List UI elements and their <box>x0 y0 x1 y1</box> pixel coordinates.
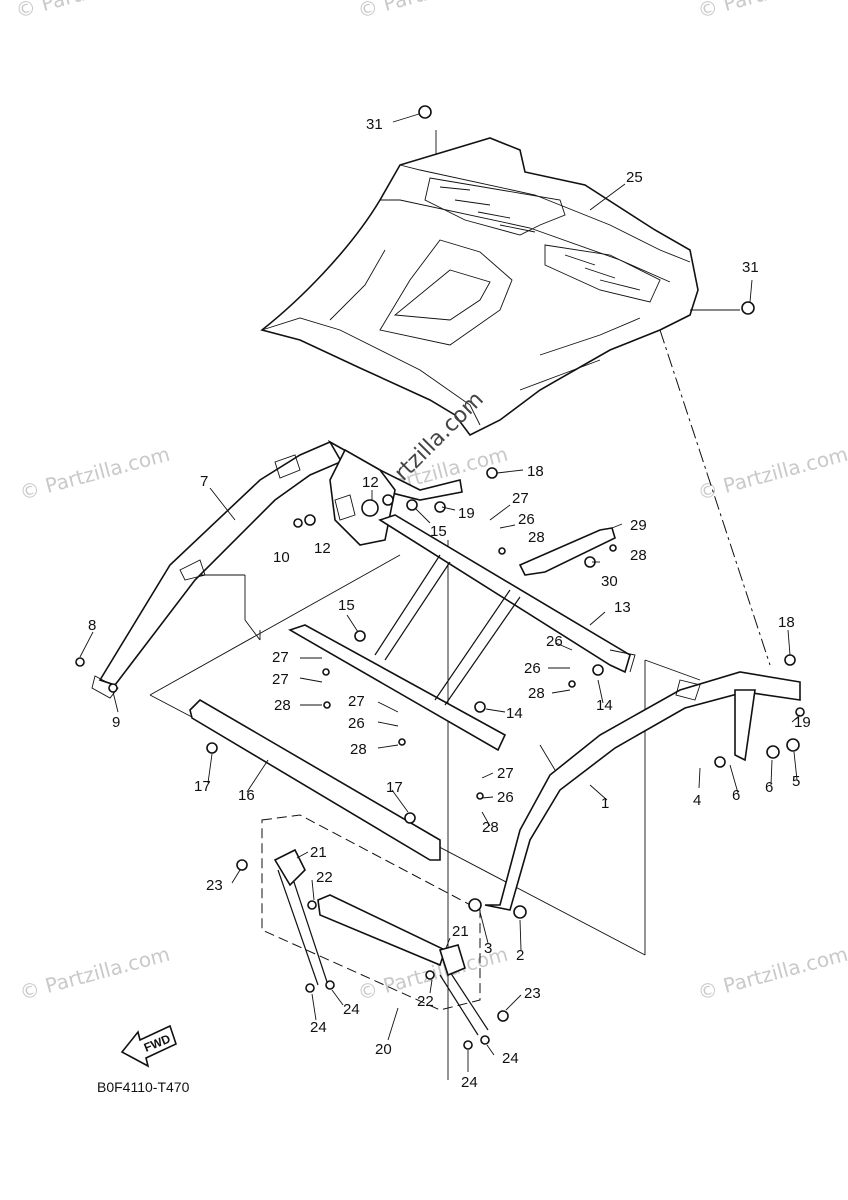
part-label: 23 <box>206 877 223 894</box>
part-label: 24 <box>461 1074 478 1091</box>
watermark: © Partzilla.com <box>695 0 848 23</box>
part-label: 4 <box>693 792 701 809</box>
part-label: 23 <box>524 985 541 1002</box>
part-label: 12 <box>314 540 331 557</box>
part-label: 19 <box>458 505 475 522</box>
roof-frame <box>288 514 636 752</box>
part-label: 14 <box>596 697 613 714</box>
part-label: 30 <box>601 573 618 590</box>
part-label: 31 <box>742 259 759 276</box>
part-label: 25 <box>626 169 643 186</box>
part-label: 26 <box>524 660 541 677</box>
part-label: 28 <box>274 697 291 714</box>
roll-bar-right <box>484 671 801 911</box>
part-label: 1 <box>601 795 609 812</box>
part-label: 6 <box>765 779 773 796</box>
part-label: 28 <box>630 547 647 564</box>
part-label: 19 <box>794 714 811 731</box>
part-label: 13 <box>614 599 631 616</box>
diagram-code: B0F4110-T470 <box>97 1079 190 1095</box>
part-label: 10 <box>273 549 290 566</box>
part-label: 15 <box>430 523 447 540</box>
roof-panel <box>260 137 699 437</box>
part-label: 22 <box>417 993 434 1010</box>
front-brace <box>273 848 489 1036</box>
part-label: 31 <box>366 116 383 133</box>
part-label: 14 <box>506 705 523 722</box>
watermark: © Partzilla.com <box>17 942 172 1005</box>
watermark: © Partzilla.com <box>17 442 172 505</box>
watermark: © Partzilla.com <box>13 0 168 23</box>
part-label: 24 <box>310 1019 327 1036</box>
part-label: 28 <box>528 529 545 546</box>
part-label: 26 <box>497 789 514 806</box>
part-label: 3 <box>484 940 492 957</box>
front-cross-bar <box>189 698 441 861</box>
part-label: 21 <box>310 844 327 861</box>
part-label: 28 <box>528 685 545 702</box>
forward-direction-arrow: FWD <box>120 1024 177 1068</box>
part-label: 27 <box>272 649 289 666</box>
part-label: 2 <box>516 947 524 964</box>
part-label: 18 <box>778 614 795 631</box>
part-label: 17 <box>194 778 211 795</box>
part-label: 7 <box>200 473 208 490</box>
part-label: 6 <box>732 787 740 804</box>
part-label: 18 <box>527 463 544 480</box>
part-label: 9 <box>112 714 120 731</box>
part-label: 16 <box>238 787 255 804</box>
leader-lines <box>79 113 801 1072</box>
part-label: 8 <box>88 617 96 634</box>
part-label: 26 <box>546 633 563 650</box>
part-label: 5 <box>792 773 800 790</box>
part-label: 24 <box>343 1001 360 1018</box>
part-label: 12 <box>362 474 379 491</box>
part-label: 17 <box>386 779 403 796</box>
part-label: 27 <box>272 671 289 688</box>
part-label: 28 <box>482 819 499 836</box>
part-label: 27 <box>512 490 529 507</box>
mounting-plate <box>329 448 396 546</box>
watermark: © Partzilla.com <box>695 942 848 1005</box>
part-label: 15 <box>338 597 355 614</box>
part-label: 27 <box>348 693 365 710</box>
part-labels: 31 25 31 7 18 12 27 29 19 26 15 28 10 12… <box>88 116 811 1091</box>
part-label: 29 <box>630 517 647 534</box>
part-label: 26 <box>518 511 535 528</box>
part-label: 20 <box>375 1041 392 1058</box>
part-label: 22 <box>316 869 333 886</box>
part-label: 21 <box>452 923 469 940</box>
watermark: © Partzilla.com <box>355 0 510 23</box>
part-label: 28 <box>350 741 367 758</box>
part-label: 26 <box>348 715 365 732</box>
part-label: 24 <box>502 1050 519 1067</box>
bracket <box>518 527 616 576</box>
part-label: 27 <box>497 765 514 782</box>
watermark: © Partzilla.com <box>695 442 848 505</box>
fasteners <box>75 105 805 1050</box>
optional-parts-outline <box>261 814 481 1011</box>
